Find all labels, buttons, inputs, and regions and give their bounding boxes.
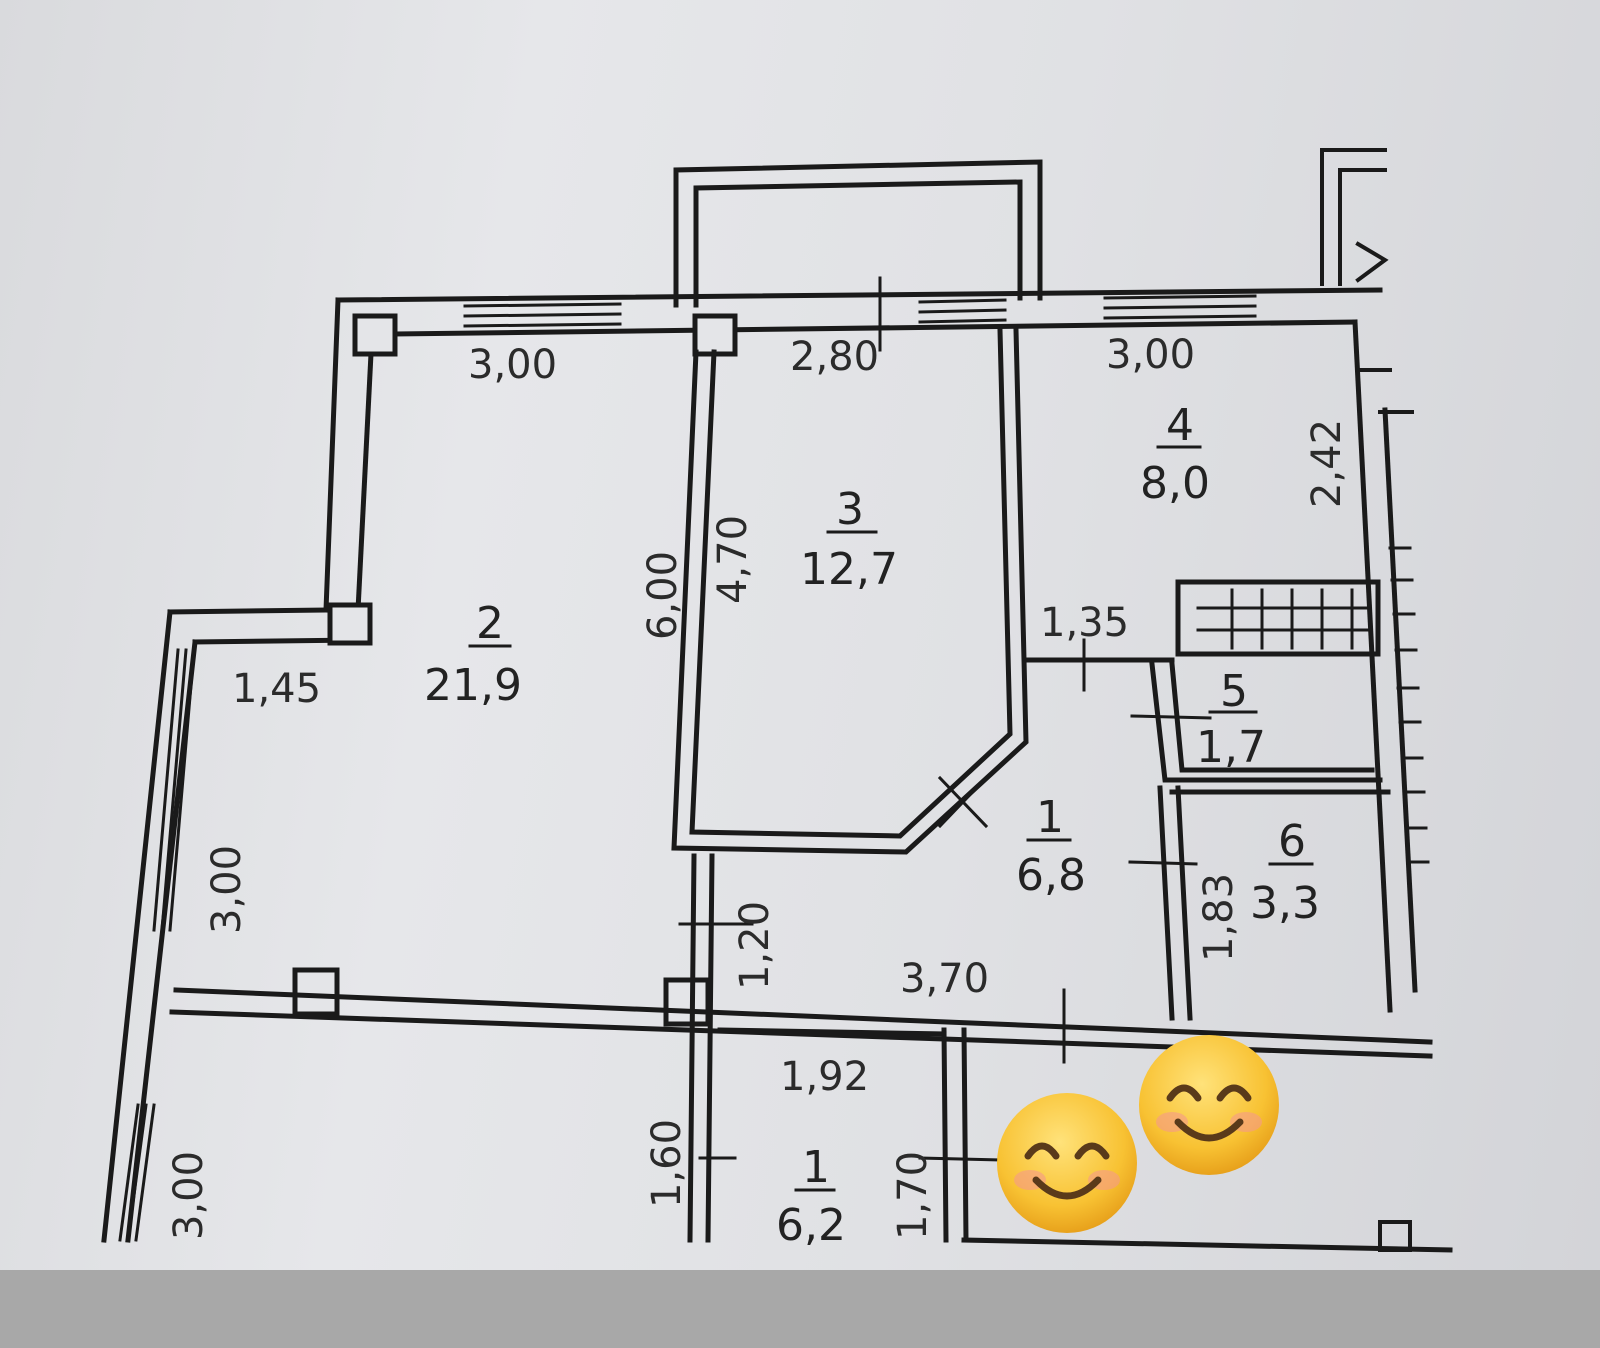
stair-marks bbox=[1320, 148, 1414, 414]
dim-170: 1,70 bbox=[890, 1151, 936, 1240]
dim-right-242: 2,42 bbox=[1304, 419, 1350, 508]
dim-470: 4,70 bbox=[710, 515, 756, 604]
room-5-area: 1,7 bbox=[1196, 722, 1266, 773]
room-4-number: 4 bbox=[1166, 400, 1194, 451]
floor-plan: 3,00 2,80 3,00 2,42 6,00 4,70 1,45 1,35 … bbox=[101, 148, 1453, 1253]
room-5-number: 5 bbox=[1220, 666, 1248, 717]
background-strip bbox=[0, 1270, 1600, 1348]
dim-600: 6,00 bbox=[640, 551, 686, 640]
room-4-area: 8,0 bbox=[1140, 458, 1210, 509]
plan-sheet: 3,00 2,80 3,00 2,42 6,00 4,70 1,45 1,35 … bbox=[0, 0, 1600, 1270]
dim-left-300: 3,00 bbox=[204, 845, 250, 934]
fraction-lines bbox=[468, 445, 1314, 1192]
room-1-area: 6,8 bbox=[1016, 850, 1086, 901]
smiling-face-icon bbox=[1139, 1035, 1279, 1175]
vent-grid bbox=[1196, 588, 1372, 650]
dim-120: 1,20 bbox=[732, 901, 778, 990]
room-3-number: 3 bbox=[836, 484, 864, 535]
balcony-walls bbox=[673, 159, 1043, 308]
windows bbox=[118, 294, 1257, 1242]
dimension-labels: 3,00 2,80 3,00 2,42 6,00 4,70 1,45 1,35 … bbox=[166, 332, 1350, 1240]
dim-135: 1,35 bbox=[1040, 600, 1129, 646]
dim-top-middle: 2,80 bbox=[790, 334, 879, 380]
columns bbox=[292, 313, 738, 1027]
room-6-area: 3,3 bbox=[1250, 878, 1320, 929]
dim-192: 1,92 bbox=[780, 1054, 869, 1100]
room-6-number: 6 bbox=[1278, 816, 1306, 867]
dim-top-right: 3,00 bbox=[1106, 332, 1195, 378]
room-labels: 2 21,9 3 12,7 4 8,0 5 1,7 1 6,8 6 3,3 1 … bbox=[424, 400, 1320, 1251]
dim-bottom-left-300: 3,00 bbox=[166, 1151, 212, 1240]
interior-walls bbox=[169, 327, 1453, 1253]
door-marks bbox=[678, 276, 1212, 1162]
dim-145: 1,45 bbox=[232, 666, 321, 712]
wall-ticks bbox=[1388, 546, 1430, 864]
marker-square bbox=[1378, 1220, 1412, 1252]
room-1-number: 1 bbox=[1036, 792, 1064, 843]
dim-160: 1,60 bbox=[644, 1119, 690, 1208]
dim-370: 3,70 bbox=[900, 956, 989, 1002]
dim-183: 1,83 bbox=[1196, 873, 1242, 962]
smiling-face-icon bbox=[997, 1093, 1137, 1233]
room-2-number: 2 bbox=[476, 598, 504, 649]
room-2-area: 21,9 bbox=[424, 660, 522, 711]
room-3-area: 12,7 bbox=[800, 544, 898, 595]
room-1-lower-area: 6,2 bbox=[776, 1200, 846, 1251]
dim-top-left: 3,00 bbox=[468, 342, 557, 388]
room-1-lower-number: 1 bbox=[802, 1142, 830, 1193]
